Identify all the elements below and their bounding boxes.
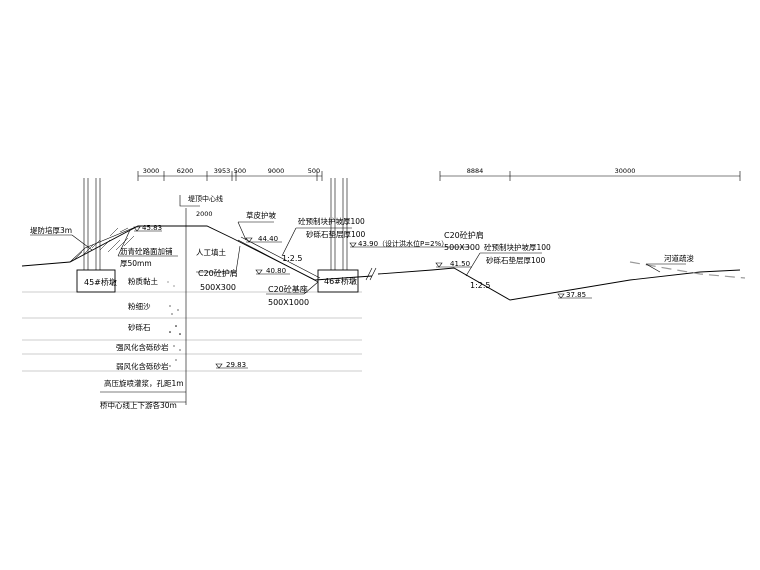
dim-3000: 3000 bbox=[143, 167, 160, 175]
dimension-line-left: 3000 6200 3953 500 9000 500 bbox=[137, 167, 323, 181]
svg-text:43.90（设计洪水位P=2%）: 43.90（设计洪水位P=2%） bbox=[358, 239, 448, 248]
elev-marker-45-83: 45.83 bbox=[133, 224, 162, 232]
label-slope-left: 1:2.5 bbox=[282, 254, 303, 263]
label-silty-sand: 粉细沙 bbox=[128, 301, 151, 311]
elev-marker-43-90: 43.90（设计洪水位P=2%） bbox=[349, 239, 470, 248]
svg-text:29.83: 29.83 bbox=[226, 361, 246, 369]
label-gravel-cushion-2: 砂砾石垫层厚100 bbox=[486, 255, 546, 265]
pier-45 bbox=[76, 178, 116, 293]
elev-marker-40-80: 40.80 bbox=[255, 267, 290, 275]
label-river-dredge: 河道疏浚 bbox=[664, 253, 694, 263]
label-dyke-center: 堤顶中心线 bbox=[188, 194, 223, 203]
dyke-center-leader bbox=[179, 195, 200, 207]
label-grass-slope: 草皮护坡 bbox=[246, 210, 276, 220]
label-dim-2000: 2000 bbox=[196, 210, 213, 218]
label-c20-shoulder-right: C20砼护肩 bbox=[444, 230, 484, 240]
svg-text:44.40: 44.40 bbox=[258, 235, 278, 243]
break-mark bbox=[365, 267, 377, 281]
label-silty-clay: 粉质黏土 bbox=[128, 276, 158, 286]
svg-text:40.80: 40.80 bbox=[266, 267, 286, 275]
dim-6200: 6200 bbox=[177, 167, 194, 175]
svg-text:37.85: 37.85 bbox=[566, 291, 586, 299]
elev-marker-41-50: 41.50 bbox=[435, 260, 472, 268]
dim-500-a: 500 bbox=[234, 167, 246, 175]
ground-profile bbox=[21, 225, 741, 301]
label-sand-gravel: 砂砾石 bbox=[128, 322, 151, 332]
label-500x1000: 500X1000 bbox=[268, 298, 309, 307]
dim-500-b: 500 bbox=[308, 167, 320, 175]
label-precast-block-1: 砼预制块护坡厚100 bbox=[298, 216, 365, 226]
soil-layer-lines bbox=[22, 291, 362, 372]
label-strong-weathered: 强风化含砾砂岩 bbox=[116, 342, 169, 352]
label-c20-shoulder-left: C20砼护肩 bbox=[198, 268, 238, 278]
fill-hatch bbox=[73, 227, 135, 261]
soil-dots bbox=[167, 281, 181, 367]
label-pier-46: 46#桥墩 bbox=[324, 276, 357, 286]
label-asphalt-2: 厚50mm bbox=[120, 259, 152, 268]
label-asphalt-1: 沥青砼路面加铺 bbox=[120, 246, 173, 256]
label-pier-45: 45#桥墩 bbox=[84, 277, 117, 287]
revetment-left bbox=[237, 239, 319, 283]
label-artificial-fill: 人工填土 bbox=[196, 247, 226, 257]
label-bridge-center: 桥中心线上下游各30m bbox=[100, 400, 177, 410]
elev-marker-44-40: 44.40 bbox=[245, 235, 282, 243]
dim-30000: 30000 bbox=[615, 167, 636, 175]
label-slope-right: 1:2.5 bbox=[470, 281, 491, 290]
elev-marker-29-83: 29.83 bbox=[215, 361, 248, 369]
label-dyke-fill: 堤防培厚3m bbox=[30, 225, 72, 235]
leader-lines bbox=[30, 221, 686, 403]
label-weak-weathered: 弱风化含砾砂岩 bbox=[116, 361, 169, 371]
label-jet-grout: 高压旋喷灌浆，孔距1m bbox=[104, 378, 184, 388]
elev-marker-37-85: 37.85 bbox=[557, 291, 592, 299]
river-dredge-line bbox=[629, 261, 746, 279]
label-c20-base: C20砼基座 bbox=[268, 284, 308, 294]
label-gravel-cushion-1: 砂砾石垫层厚100 bbox=[306, 229, 366, 239]
label-precast-block-2: 砼预制块护坡厚100 bbox=[484, 242, 551, 252]
svg-text:45.83: 45.83 bbox=[142, 224, 162, 232]
label-500x300-left: 500X300 bbox=[200, 283, 236, 292]
dim-9000: 9000 bbox=[268, 167, 285, 175]
dimension-line-right: 8884 30000 bbox=[439, 167, 741, 181]
svg-text:41.50: 41.50 bbox=[450, 260, 470, 268]
pier-46 bbox=[317, 178, 359, 293]
revetment-left-inner bbox=[240, 236, 321, 279]
dim-3953: 3953 bbox=[214, 167, 231, 175]
label-500x300-right: 500X300 bbox=[444, 243, 480, 252]
dim-8884: 8884 bbox=[467, 167, 484, 175]
